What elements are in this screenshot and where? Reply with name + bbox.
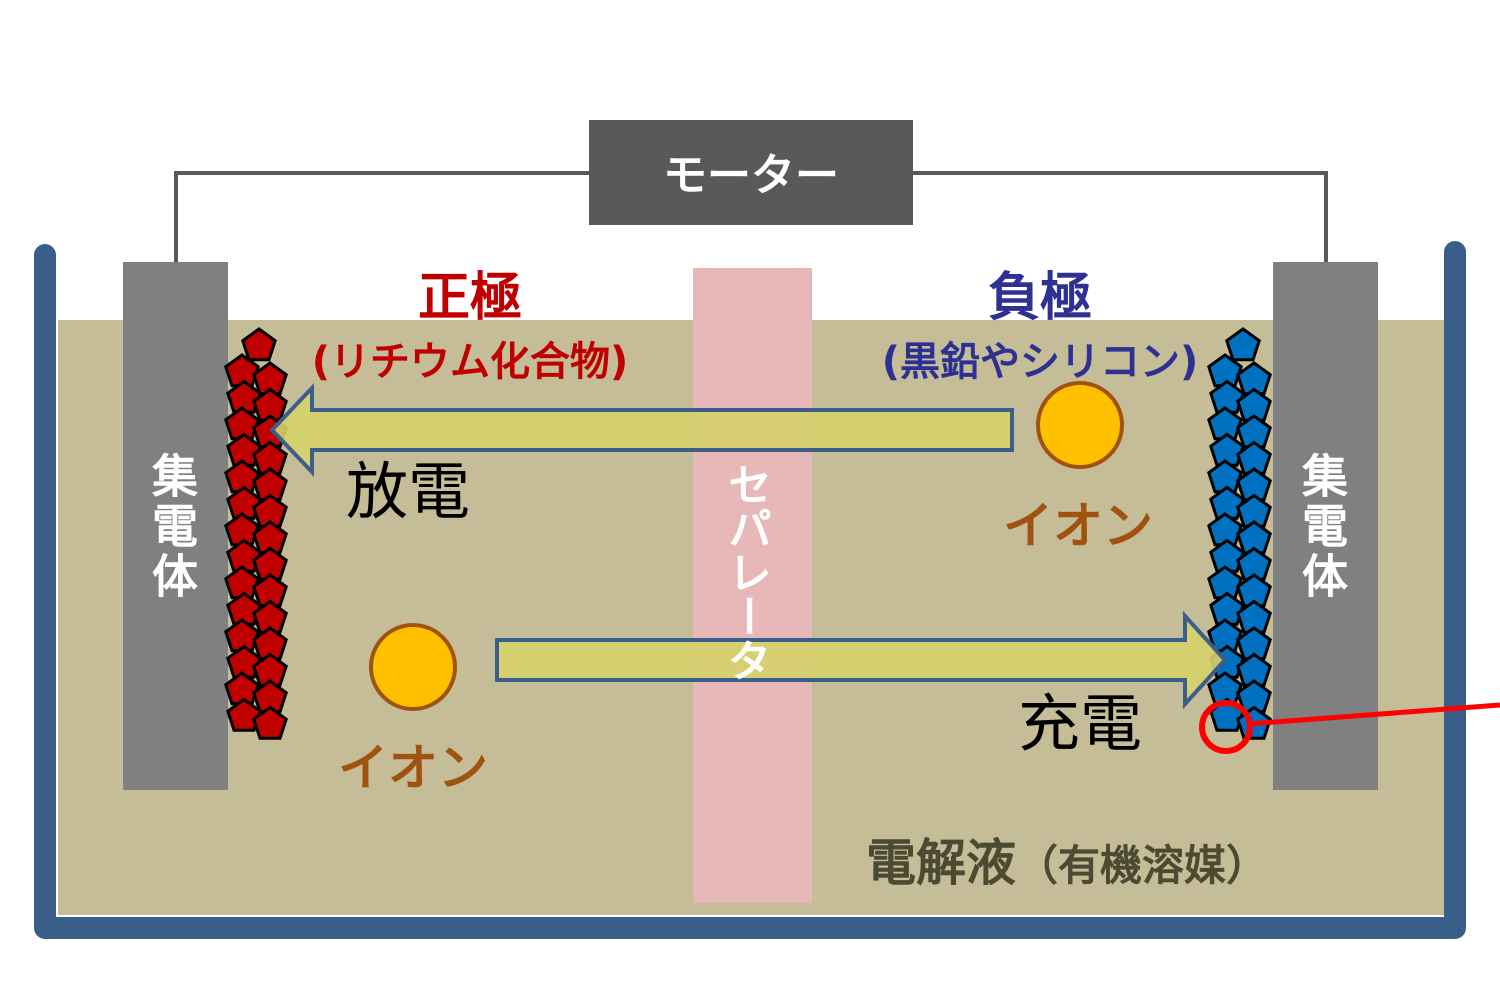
collector-right — [1273, 262, 1378, 790]
electrolyte-name: 電解液 — [866, 834, 1016, 892]
callout-line — [1247, 702, 1500, 727]
positive-electrode-particles — [224, 327, 288, 740]
separator — [693, 268, 812, 903]
electrode-particle — [226, 697, 262, 732]
ion-circle — [1036, 381, 1124, 469]
collector-left-label: 集電体 — [145, 452, 199, 602]
electrolyte-solvent: （有機溶媒） — [1016, 841, 1268, 890]
motor-box: モーター — [589, 120, 913, 225]
ion-circle — [369, 623, 457, 711]
discharge-label: 放電 — [346, 455, 470, 528]
electrolyte-label: 電解液（有機溶媒） — [866, 834, 1268, 892]
negative-electrode-material: (黒鉛やシリコン) — [882, 339, 1199, 385]
electrode-particle — [1225, 327, 1261, 362]
positive-electrode-title: 正極 — [418, 268, 522, 328]
negative-electrode-particles — [1207, 327, 1272, 740]
collector-right-label: 集電体 — [1295, 452, 1349, 602]
motor-label: モーター — [663, 150, 839, 201]
ion-label-bottom: イオン — [338, 739, 488, 797]
highlight-circle — [1199, 700, 1253, 754]
charge-label: 充電 — [1018, 687, 1142, 760]
battery-tank — [34, 241, 1466, 939]
circuit-wire — [174, 171, 1328, 262]
discharge-arrow — [269, 383, 1014, 477]
charge-arrow — [495, 610, 1228, 710]
collector-left — [123, 262, 228, 790]
ion-label-top: イオン — [1003, 497, 1153, 555]
negative-electrode-title: 負極 — [988, 268, 1092, 328]
electrode-particle — [252, 705, 288, 740]
electrode-particle — [241, 327, 277, 362]
positive-electrode-material: (リチウム化合物) — [312, 339, 629, 385]
separator-label: セパレータ — [720, 462, 771, 682]
